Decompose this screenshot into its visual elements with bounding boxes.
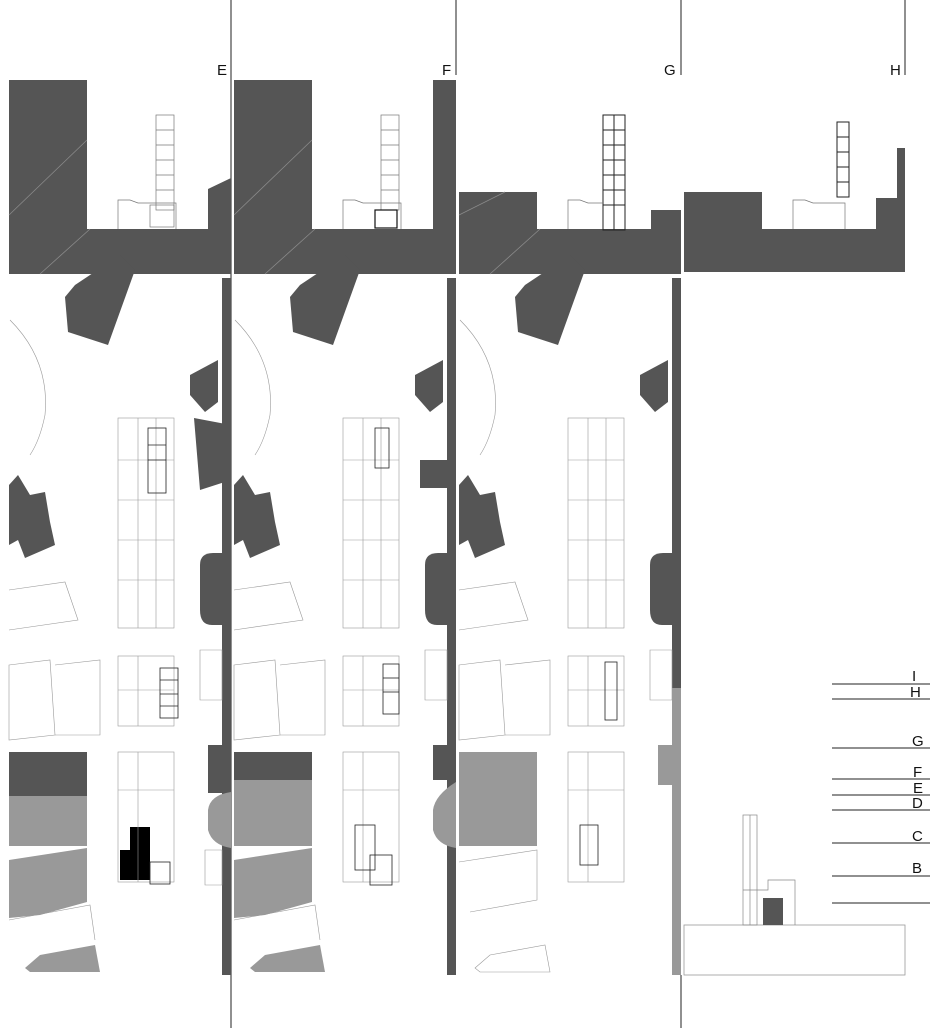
highlight-block-e <box>120 827 150 880</box>
site-plan-e <box>8 255 231 975</box>
site-plan-g <box>458 255 681 975</box>
level-label-c: C <box>912 828 923 845</box>
site-plan-f <box>233 255 456 975</box>
level-label-f: F <box>913 764 922 781</box>
panel-f: F <box>233 62 456 975</box>
level-labels: I H G F E D C B <box>910 668 924 877</box>
level-label-e: E <box>913 780 923 797</box>
level-label-b: B <box>912 860 922 877</box>
building-section <box>683 683 930 976</box>
section-elevation-g <box>458 114 681 275</box>
section-elevation-f <box>233 80 456 275</box>
section-elevation-h <box>684 121 905 272</box>
panel-label-f: F <box>442 62 451 79</box>
level-label-g: G <box>912 733 924 750</box>
panel-e: E <box>8 62 231 975</box>
level-label-h: H <box>910 684 921 701</box>
panel-label-h: H <box>890 62 901 79</box>
level-label-d: D <box>912 795 923 812</box>
panel-g: G <box>458 62 681 975</box>
panel-h: H <box>683 62 930 976</box>
panel-label-e: E <box>217 62 227 79</box>
level-label-i: I <box>912 668 916 685</box>
panel-label-g: G <box>664 62 676 79</box>
section-elevation-e <box>8 80 231 275</box>
